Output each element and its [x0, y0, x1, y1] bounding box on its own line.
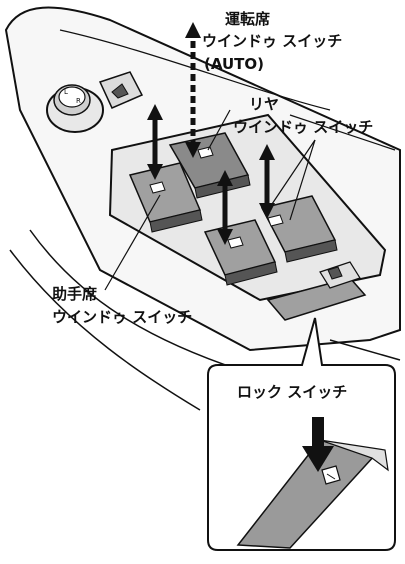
- lock-switch-label: ロック スイッチ: [237, 383, 348, 401]
- leader-line: [289, 139, 316, 221]
- up-down-arrow-icon: [147, 104, 163, 180]
- lock-symbol-icon: [327, 266, 343, 280]
- trim-contour-line: [59, 29, 331, 111]
- rear-right-window-switch: [260, 195, 338, 263]
- callout-box: [207, 317, 396, 551]
- push-arrow-icon: [302, 417, 334, 472]
- mirror-fold-icon: [98, 71, 144, 109]
- leader-line: [104, 194, 161, 291]
- passenger-window-switch: [128, 162, 203, 233]
- up-down-arrow-icon: [217, 170, 233, 245]
- trim-contour-line: [289, 114, 396, 151]
- mirror-knob-icon: L R: [46, 84, 104, 133]
- leader-line: [267, 139, 316, 211]
- trim-contour-line: [9, 249, 201, 411]
- driver-switch-label-line1: 運転席: [225, 10, 271, 28]
- driver-switch-label-line3: (AUTO): [204, 55, 265, 73]
- window-symbol-icon: [267, 214, 284, 227]
- passenger-switch-label-line1: 助手席: [52, 285, 98, 303]
- svg-text:L: L: [64, 88, 68, 96]
- window-symbol-icon: [197, 146, 214, 159]
- driver-switch-label-line2: ウインドゥ スイッチ: [202, 32, 343, 50]
- lock-switch: [266, 261, 367, 321]
- up-down-arrow-icon: [259, 144, 275, 219]
- passenger-switch-label-line2: ウインドゥ スイッチ: [52, 308, 193, 326]
- rear-switch-label-line2: ウインドゥ スイッチ: [233, 118, 374, 136]
- rear-switch-label-line1: リヤ: [249, 95, 280, 113]
- window-symbol-icon: [227, 236, 244, 249]
- lock-symbol-icon: [321, 465, 341, 485]
- window-symbol-icon: [149, 181, 166, 194]
- up-down-arrow-icon: [185, 22, 201, 158]
- svg-text:R: R: [76, 97, 81, 105]
- trim-contour-line: [29, 229, 241, 371]
- trim-contour-line: [329, 339, 401, 361]
- lock-switch-zoomed: [236, 439, 389, 549]
- leader-line: [207, 109, 231, 151]
